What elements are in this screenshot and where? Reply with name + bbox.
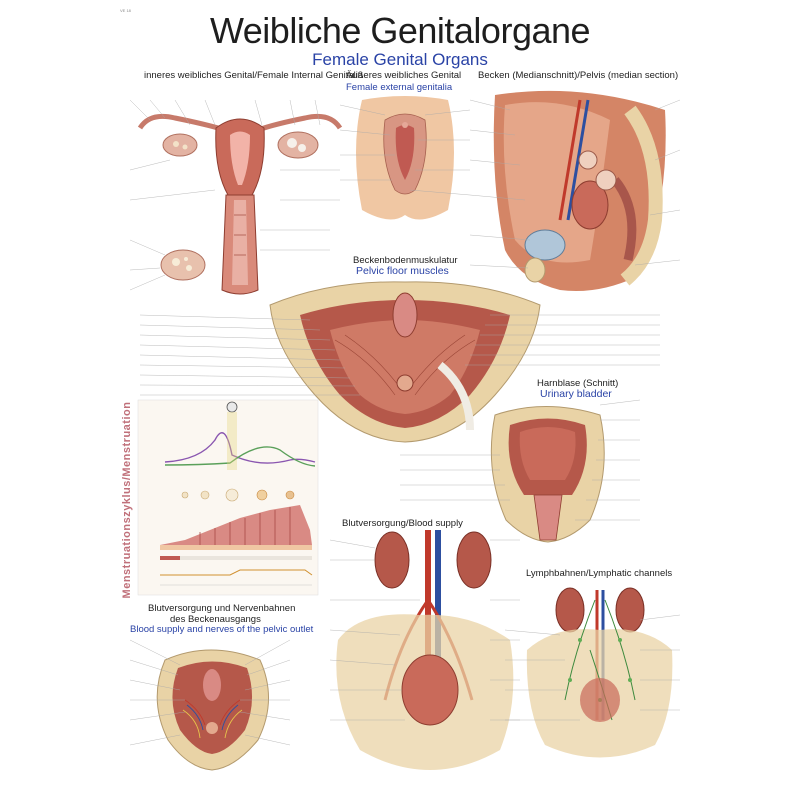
poster-code: VE 18 — [120, 8, 131, 13]
urinary-bladder-illustration — [400, 399, 641, 543]
section-urinary-bladder-de: Harnblase (Schnitt) — [537, 378, 619, 389]
section-pelvic-floor-de: Beckenbodenmuskulatur — [353, 255, 458, 266]
pelvic-floor-illustration — [139, 281, 660, 443]
section-pelvic-floor-en: Pelvic floor muscles — [356, 265, 449, 277]
section-lymphatic-channels: Lymphbahnen/Lymphatic channels — [526, 568, 673, 579]
section-external-genitalia-en: Female external genitalia — [346, 82, 453, 93]
external-genitalia-illustration — [339, 96, 471, 220]
section-pelvic-outlet-de-2: des Beckenausgangs — [170, 614, 261, 625]
menstrual-cycle-chart — [137, 399, 319, 596]
page-subtitle: Female Genital Organs — [312, 50, 488, 69]
pelvic-outlet-illustration — [129, 639, 291, 771]
section-external-genitalia-de: Äußeres weibliches Genital — [346, 70, 462, 81]
section-blood-supply: Blutversorgung/Blood supply — [342, 518, 463, 529]
section-internal-genitalia: inneres weibliches Genital/Female Intern… — [144, 70, 364, 81]
section-pelvic-outlet-de-1: Blutversorgung und Nervenbahnen — [148, 603, 296, 614]
lymphatic-channels-illustration — [504, 587, 681, 758]
internal-genitalia-illustration — [129, 99, 343, 295]
section-urinary-bladder-en: Urinary bladder — [540, 388, 612, 400]
section-pelvic-outlet-en: Blood supply and nerves of the pelvic ou… — [130, 624, 314, 635]
pelvis-median-section-illustration — [469, 90, 681, 291]
page-title: Weibliche Genitalorgane — [209, 10, 591, 51]
section-pelvis-median: Becken (Medianschnitt)/Pelvis (median se… — [478, 70, 679, 81]
blood-supply-illustration — [329, 530, 520, 770]
